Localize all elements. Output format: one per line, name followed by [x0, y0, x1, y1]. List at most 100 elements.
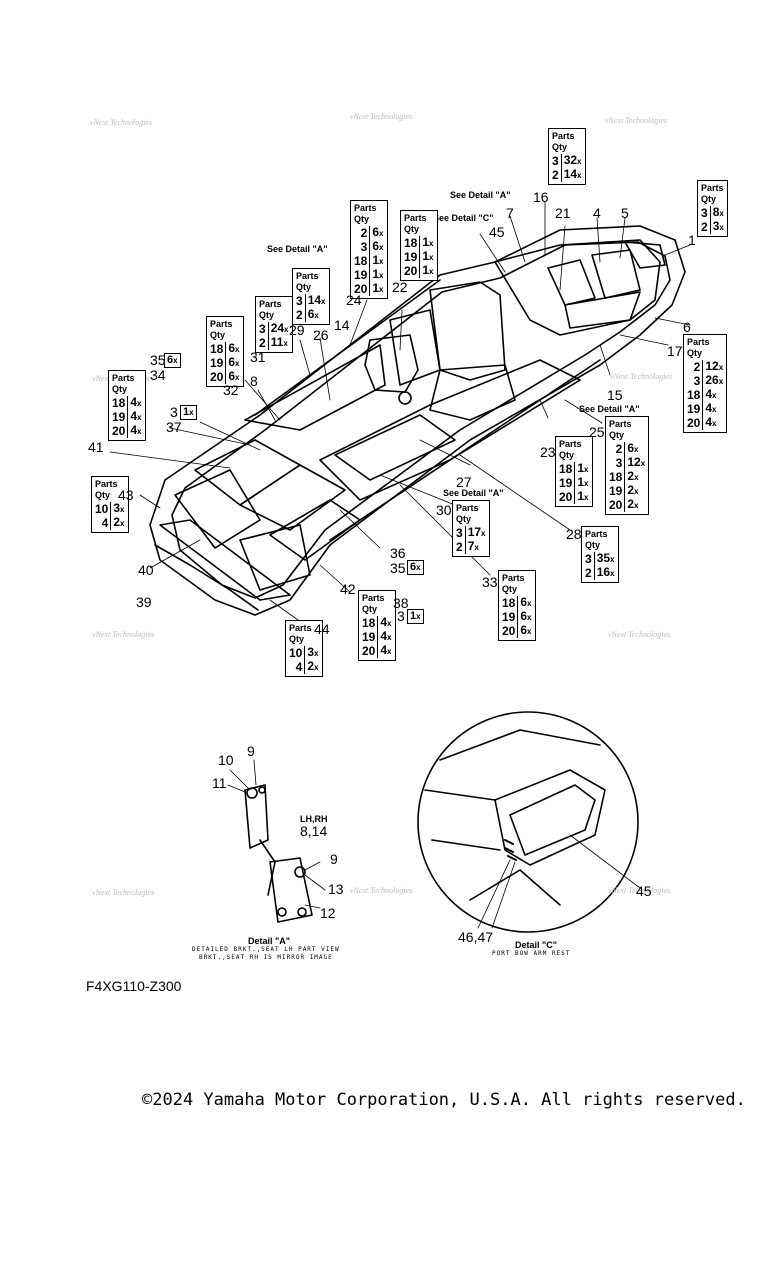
qty-header: Qty — [687, 348, 703, 358]
parts-header: Parts — [95, 479, 118, 489]
callout-label: 45 — [489, 224, 505, 240]
part-qty: 12x — [624, 456, 646, 470]
callout-label: 13 — [328, 881, 344, 897]
part-ref: 2 — [360, 226, 368, 240]
see-detail-note: See Detail "A" — [267, 244, 328, 254]
qty-header: Qty — [289, 634, 305, 644]
part-ref: 19 — [609, 484, 623, 498]
qty-header: Qty — [210, 330, 226, 340]
part-qty: 1x — [419, 264, 434, 278]
parts-header: Parts — [362, 593, 385, 603]
part-ref: 3 — [701, 206, 708, 220]
callout-label: 3 — [397, 608, 405, 624]
part-qty: 6x — [624, 442, 646, 456]
callout-label: 10 — [218, 752, 234, 768]
callout-label: 35 — [390, 560, 406, 576]
part-ref: 3 — [552, 154, 559, 168]
callout-label: 7 — [506, 205, 514, 221]
part-ref: 3 — [456, 526, 463, 540]
callout-label: 16 — [533, 189, 549, 205]
parts-header: Parts — [289, 623, 312, 633]
qty-mini-box: 1x — [407, 609, 424, 624]
part-ref: 18 — [354, 254, 368, 268]
part-qty: 1x — [369, 282, 384, 296]
callout-label: 34 — [150, 367, 166, 383]
part-ref: 19 — [112, 410, 126, 424]
watermark: vNext Technologies — [350, 112, 413, 121]
qty-header: Qty — [296, 282, 312, 292]
part-ref: 20 — [609, 498, 623, 512]
part-ref: 2 — [615, 442, 623, 456]
part-ref: 19 — [210, 356, 224, 370]
part-qty: 16x — [593, 566, 615, 580]
callout-label: 32 — [223, 382, 239, 398]
callout-label: 45 — [636, 883, 652, 899]
aft-bench — [174, 469, 261, 549]
parts-header: Parts — [701, 183, 724, 193]
part-qty: 6x — [225, 370, 240, 384]
qty-header: Qty — [552, 142, 568, 152]
callout-label: 8,14 — [300, 823, 328, 839]
detail-c-subtitle: PORT BOW ARM REST — [492, 950, 571, 957]
callout-label: 12 — [320, 905, 336, 921]
parts-header: Parts — [609, 419, 632, 429]
part-qty: 1x — [369, 268, 384, 282]
part-qty: 2x — [624, 470, 646, 484]
hull-inner-rim — [171, 241, 671, 599]
part-qty: 1x — [574, 476, 589, 490]
qty-header: Qty — [609, 430, 625, 440]
part-ref: 19 — [687, 402, 701, 416]
watermark: vNext Technologies — [608, 886, 671, 895]
callout-label: 14 — [334, 317, 350, 333]
diagram-code: F4XG110-Z300 — [86, 978, 182, 994]
part-ref: 19 — [362, 630, 376, 644]
part-qty: 1x — [419, 250, 434, 264]
callout-label: LH,RH — [300, 814, 328, 824]
callout-label: 28 — [566, 526, 582, 542]
callout-label: 37 — [166, 419, 182, 435]
parts-header: Parts — [404, 213, 427, 223]
part-qty: 7x — [464, 540, 486, 554]
part-qty: 2x — [110, 516, 125, 530]
parts-header: Parts — [585, 529, 608, 539]
detail-a-subtitle: BRKT.,SEAT RH IS MIRROR IMAGE — [199, 954, 333, 961]
part-ref: 3 — [615, 456, 623, 470]
callout-label: 5 — [621, 205, 629, 221]
callout-label: 46,47 — [458, 929, 494, 945]
part-ref: 18 — [609, 470, 623, 484]
parts-header: Parts — [456, 503, 479, 513]
helm-seat — [364, 334, 419, 393]
part-ref: 10 — [289, 646, 303, 660]
part-ref: 20 — [354, 282, 368, 296]
part-ref: 20 — [362, 644, 376, 658]
part-qty: 11x — [267, 336, 289, 350]
callout-label: 38 — [393, 595, 409, 611]
callout-label: 1 — [688, 232, 696, 248]
callout-label: 42 — [340, 581, 356, 597]
part-qty: 17x — [464, 526, 486, 540]
watermark: vNext Technologies — [90, 118, 153, 127]
callout-label: 40 — [138, 562, 154, 578]
port-side-storage — [244, 344, 386, 431]
callout-label: 39 — [136, 594, 152, 610]
bow-deck — [494, 239, 661, 336]
callout-label: 41 — [88, 439, 104, 455]
